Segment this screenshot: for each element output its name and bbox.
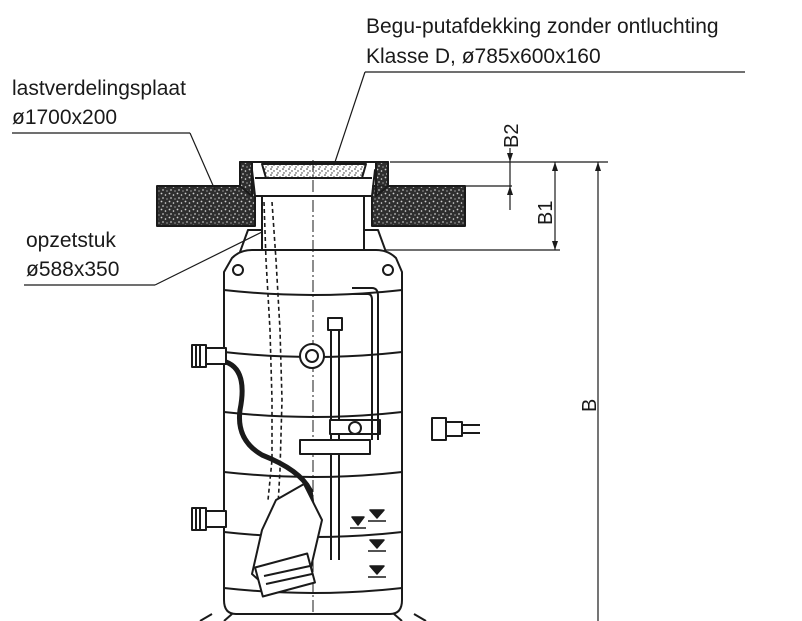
plate-leader-line xyxy=(189,132,216,191)
dimension-label-b2: B2 xyxy=(501,124,523,148)
load-distribution-plate xyxy=(156,185,466,227)
submersible-pump xyxy=(251,483,323,598)
water-level-markers xyxy=(350,509,386,578)
riser-label-line2: ø588x350 xyxy=(26,258,120,281)
lifting-chain xyxy=(263,201,283,506)
dimension-label-b: B xyxy=(579,399,601,412)
riser-leader-line xyxy=(154,231,263,286)
inlet-connection-lower xyxy=(191,507,227,531)
cable-hose xyxy=(224,359,317,521)
vent-pipe xyxy=(352,287,379,440)
plate-label-line2: ø1700x200 xyxy=(12,106,118,129)
cover-label-line2: Klasse D, ø785x600x160 xyxy=(366,45,601,68)
manhole-cover xyxy=(239,161,389,197)
riser-label-line1: opzetstuk xyxy=(26,229,116,252)
dimension-label-b1: B1 xyxy=(535,201,557,225)
cover-leader-line xyxy=(334,71,366,163)
plate-label-line1: lastverdelingsplaat xyxy=(12,77,186,100)
external-valve xyxy=(431,417,480,441)
inlet-connection-upper xyxy=(191,344,227,368)
cover-label-line1: Begu-putafdekking zonder ontluchting xyxy=(366,15,719,38)
discharge-pipe xyxy=(299,317,381,560)
